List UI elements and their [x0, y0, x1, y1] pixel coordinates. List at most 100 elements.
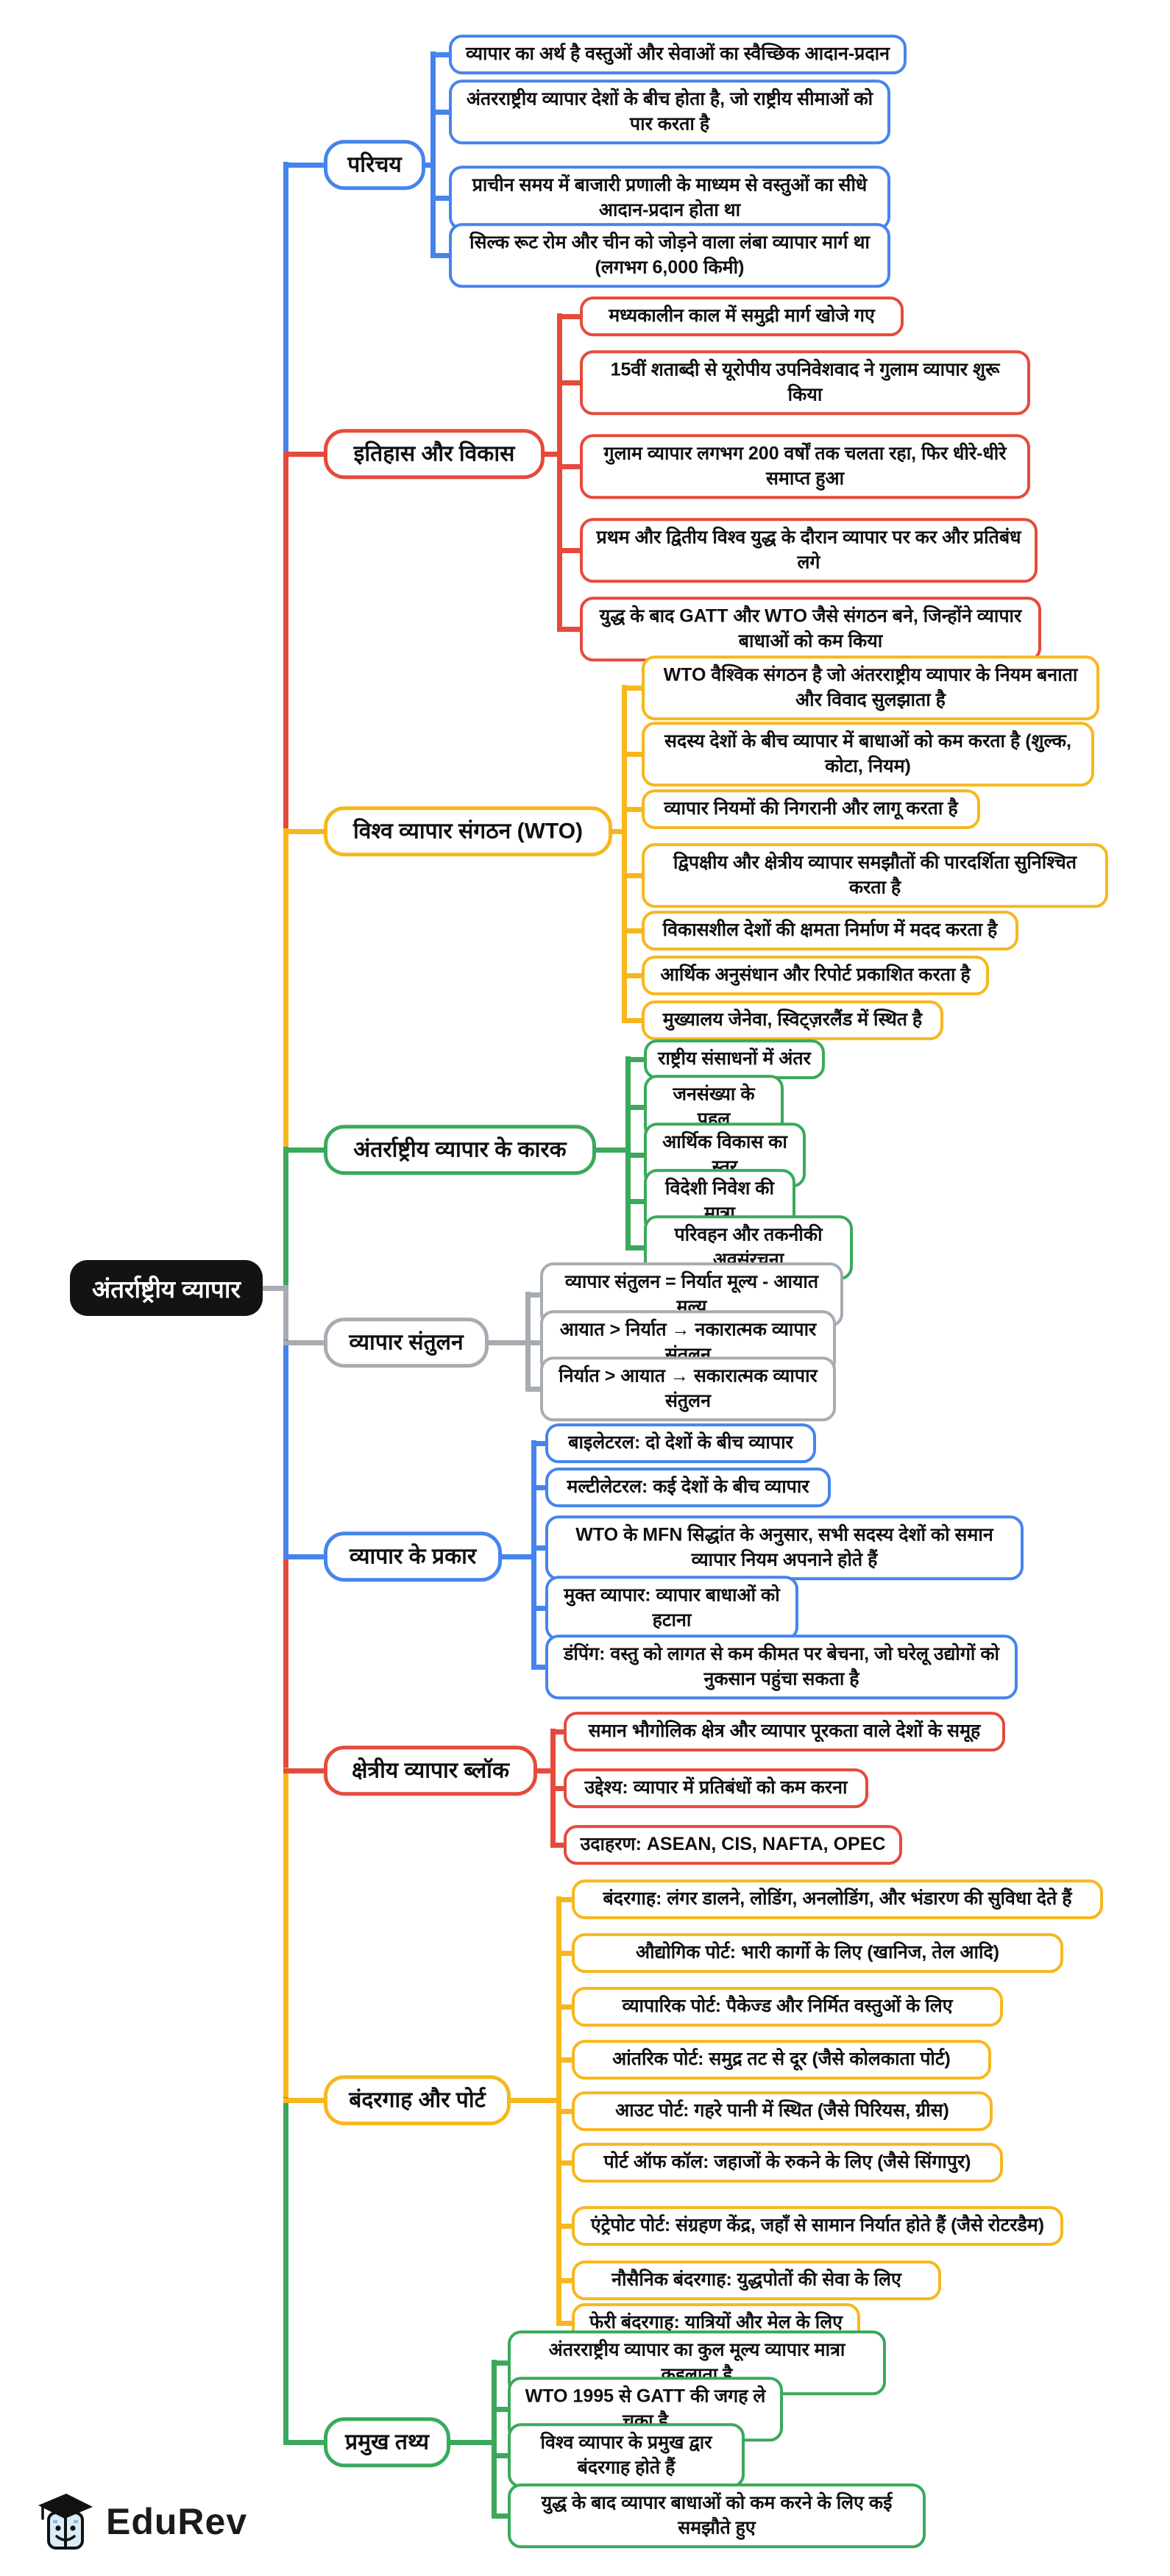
- connector-line: [539, 452, 562, 457]
- connector-line: [550, 1729, 571, 1734]
- leaf-node-pramukh-tathya-4: युद्ध के बाद व्यापार बाधाओं को कम करने क…: [508, 2483, 926, 2548]
- edurev-mascot-icon: [38, 2494, 93, 2550]
- connector-line: [283, 451, 288, 834]
- connector-line: [283, 1340, 331, 1345]
- connector-line: [525, 1340, 547, 1345]
- connector-line: [283, 829, 331, 834]
- connector-line: [283, 1554, 288, 1773]
- connector-line: [505, 2098, 561, 2103]
- connector-line: [622, 686, 649, 691]
- connector-line: [557, 314, 587, 319]
- leaf-node-parichay-2: अंतरराष्ट्रीय व्यापार देशों के बीच होता …: [449, 79, 890, 144]
- connector-line: [557, 464, 587, 469]
- connector-line: [283, 2440, 331, 2445]
- connector-line: [557, 380, 587, 385]
- leaf-node-wto-7: मुख्यालय जेनेवा, स्विट्ज़रलैंड में स्थित…: [642, 1000, 943, 1040]
- connector-line: [283, 1147, 288, 1291]
- connector-line: [283, 828, 288, 1153]
- connector-line: [531, 1545, 553, 1551]
- leaf-node-vyapar-ke-prakar-4: मुक्त व्यापार: व्यापार बाधाओं को हटाना: [545, 1576, 798, 1640]
- leaf-node-bandargah-aur-port-6: पोर्ट ऑफ कॉल: जहाजों के रुकने के लिए (जै…: [572, 2143, 1003, 2182]
- connector-line: [283, 2098, 331, 2103]
- leaf-node-itihas-aur-vikas-1: मध्यकालीन काल में समुद्री मार्ग खोजे गए: [580, 296, 904, 336]
- connector-line: [283, 2097, 288, 2445]
- connector-line: [525, 1292, 547, 1298]
- connector-line: [556, 2278, 579, 2283]
- branch-label-bandargah-aur-port: बंदरगाह और पोर्ट: [324, 2075, 511, 2125]
- leaf-node-wto-1: WTO वैश्विक संगठन है जो अंतरराष्ट्रीय व्…: [642, 655, 1099, 720]
- connector-line: [430, 52, 456, 57]
- leaf-node-bandargah-aur-port-4: आंतरिक पोर्ट: समुद्र तट से दूर (जैसे कोल…: [572, 2040, 991, 2079]
- connector-line: [283, 452, 331, 457]
- connector-line: [622, 928, 649, 933]
- leaf-node-bandargah-aur-port-7: एंट्रेपोट पोर्ट: संग्रहण केंद्र, जहाँ से…: [572, 2206, 1063, 2246]
- connector-line: [625, 1105, 651, 1110]
- connector-line: [556, 2057, 579, 2063]
- leaf-node-kshetriya-vyapar-block-3: उदाहरण: ASEAN, CIS, NAFTA, OPEC: [564, 1825, 902, 1865]
- connector-line: [492, 2360, 497, 2519]
- connector-line: [625, 1057, 651, 1062]
- connector-line: [496, 1554, 536, 1559]
- leaf-node-bandargah-aur-port-2: औद्योगिक पोर्ट: भारी कार्गो के लिए (खानि…: [572, 1933, 1063, 1973]
- connector-line: [556, 2160, 579, 2166]
- branch-label-itihas-aur-vikas: इतिहास और विकास: [324, 429, 545, 479]
- connector-line: [557, 548, 587, 553]
- connector-line: [430, 196, 456, 201]
- connector-line: [625, 1199, 651, 1204]
- connector-line: [550, 1786, 571, 1791]
- connector-line: [283, 1768, 331, 1773]
- connector-line: [531, 1606, 553, 1611]
- connector-line: [283, 162, 288, 457]
- connector-line: [556, 2224, 579, 2229]
- connector-line: [556, 1951, 579, 1956]
- connector-line: [622, 807, 649, 812]
- connector-line: [625, 1153, 651, 1158]
- connector-line: [483, 1340, 531, 1345]
- connector-line: [625, 1245, 651, 1250]
- connector-line: [557, 627, 587, 632]
- leaf-node-vyapar-ke-prakar-1: बाइलेटरल: दो देशों के बीच व्यापार: [545, 1423, 816, 1463]
- leaf-node-itihas-aur-vikas-3: गुलाम व्यापार लगभग 200 वर्षों तक चलता रह…: [580, 434, 1030, 499]
- connector-line: [622, 752, 649, 757]
- connector-line: [622, 1018, 649, 1023]
- connector-line: [550, 1843, 571, 1848]
- leaf-node-itihas-aur-vikas-2: 15वीं शताब्दी से यूरोपीय उपनिवेशवाद ने ग…: [580, 350, 1030, 415]
- leaf-node-vyapar-santulan-3: निर्यात > आयात → सकारात्मक व्यापार संतुल…: [540, 1356, 836, 1421]
- connector-line: [531, 1440, 536, 1670]
- branch-label-vyapar-santulan: व्यापार संतुलन: [324, 1317, 489, 1367]
- leaf-node-vyapar-ke-prakar-5: डंपिंग: वस्तु को लागत से कम कीमत पर बेचन…: [545, 1634, 1018, 1699]
- connector-line: [525, 1387, 547, 1392]
- branch-label-vyapar-ke-karak: अंतर्राष्ट्रीय व्यापार के कारक: [324, 1125, 596, 1175]
- connector-line: [531, 1768, 556, 1773]
- leaf-node-parichay-1: व्यापार का अर्थ है वस्तुओं और सेवाओं का …: [449, 35, 907, 74]
- connector-line: [430, 51, 436, 258]
- connector-line: [531, 1665, 553, 1670]
- branch-label-parichay: परिचय: [324, 140, 425, 190]
- leaf-node-kshetriya-vyapar-block-2: उद्देश्य: व्यापार में प्रतिबंधों को कम क…: [564, 1768, 868, 1808]
- connector-line: [556, 2109, 579, 2114]
- branch-label-pramukh-tathya: प्रमुख तथ्य: [324, 2417, 450, 2467]
- connector-line: [283, 1148, 331, 1153]
- leaf-node-bandargah-aur-port-1: बंदरगाह: लंगर डालने, लोडिंग, अनलोडिंग, औ…: [572, 1879, 1103, 1919]
- connector-line: [283, 1554, 331, 1559]
- leaf-node-parichay-4: सिल्क रूट रोम और चीन को जोड़ने वाला लंबा…: [449, 223, 890, 288]
- connector-line: [430, 110, 456, 115]
- leaf-node-wto-2: सदस्य देशों के बीच व्यापार में बाधाओं को…: [642, 722, 1094, 786]
- connector-line: [622, 973, 649, 978]
- leaf-node-itihas-aur-vikas-4: प्रथम और द्वितीय विश्व युद्ध के दौरान व्…: [580, 518, 1038, 583]
- connector-line: [492, 2513, 515, 2519]
- connector-line: [590, 1148, 631, 1153]
- connector-line: [419, 163, 436, 168]
- connector-line: [283, 163, 331, 168]
- leaf-node-bandargah-aur-port-3: व्यापारिक पोर्ट: पैकेज्ड और निर्मित वस्त…: [572, 1987, 1003, 2027]
- connector-line: [283, 1339, 288, 1559]
- connector-line: [556, 2321, 579, 2326]
- connector-line: [557, 313, 562, 632]
- connector-line: [556, 2004, 579, 2010]
- leaf-node-vyapar-ke-prakar-3: WTO के MFN सिद्धांत के अनुसार, सभी सदस्य…: [545, 1515, 1024, 1580]
- connector-line: [256, 1286, 288, 1291]
- connector-line: [492, 2360, 515, 2366]
- leaf-node-bandargah-aur-port-5: आउट पोर्ट: गहरे पानी में स्थित (जैसे पिर…: [572, 2091, 993, 2131]
- leaf-node-itihas-aur-vikas-5: युद्ध के बाद GATT और WTO जैसे संगठन बने,…: [580, 597, 1041, 661]
